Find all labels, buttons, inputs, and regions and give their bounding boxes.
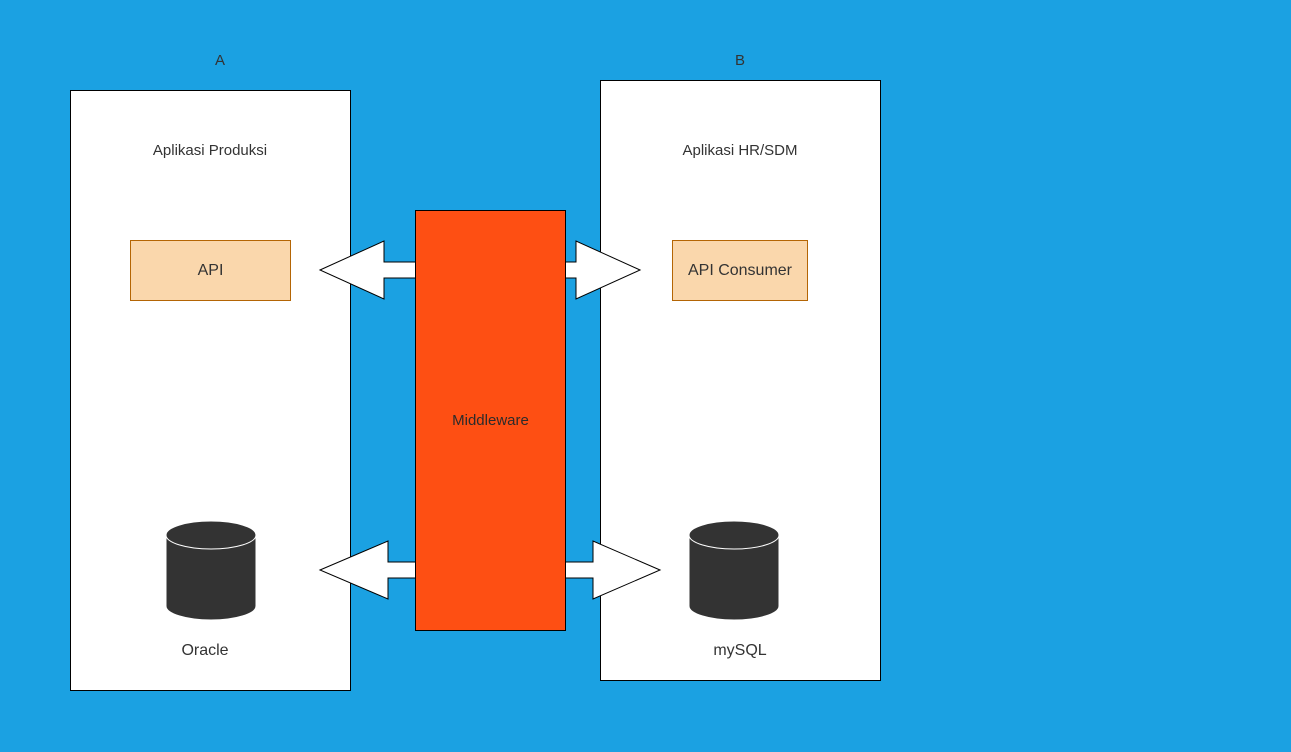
- arrow-to-mysql: [559, 540, 662, 600]
- oracle-database-icon: [165, 520, 257, 621]
- api-consumer-box: API Consumer: [672, 240, 808, 301]
- arrow-to-api-consumer: [559, 240, 642, 300]
- mysql-label: mySQL: [713, 642, 767, 659]
- system-a-label: A: [214, 52, 225, 69]
- arrow-to-api: [318, 240, 421, 300]
- system-b-label: B: [734, 52, 745, 69]
- mysql-database-icon: [688, 520, 780, 621]
- system-b-title: Aplikasi HR/SDM: [682, 142, 798, 159]
- arrow-to-oracle: [318, 540, 421, 600]
- oracle-label: Oracle: [181, 642, 229, 659]
- middleware-label: Middleware: [452, 412, 529, 429]
- middleware-block: Middleware: [415, 210, 566, 631]
- system-a-title: Aplikasi Produksi: [152, 142, 268, 159]
- api-box: API: [130, 240, 291, 301]
